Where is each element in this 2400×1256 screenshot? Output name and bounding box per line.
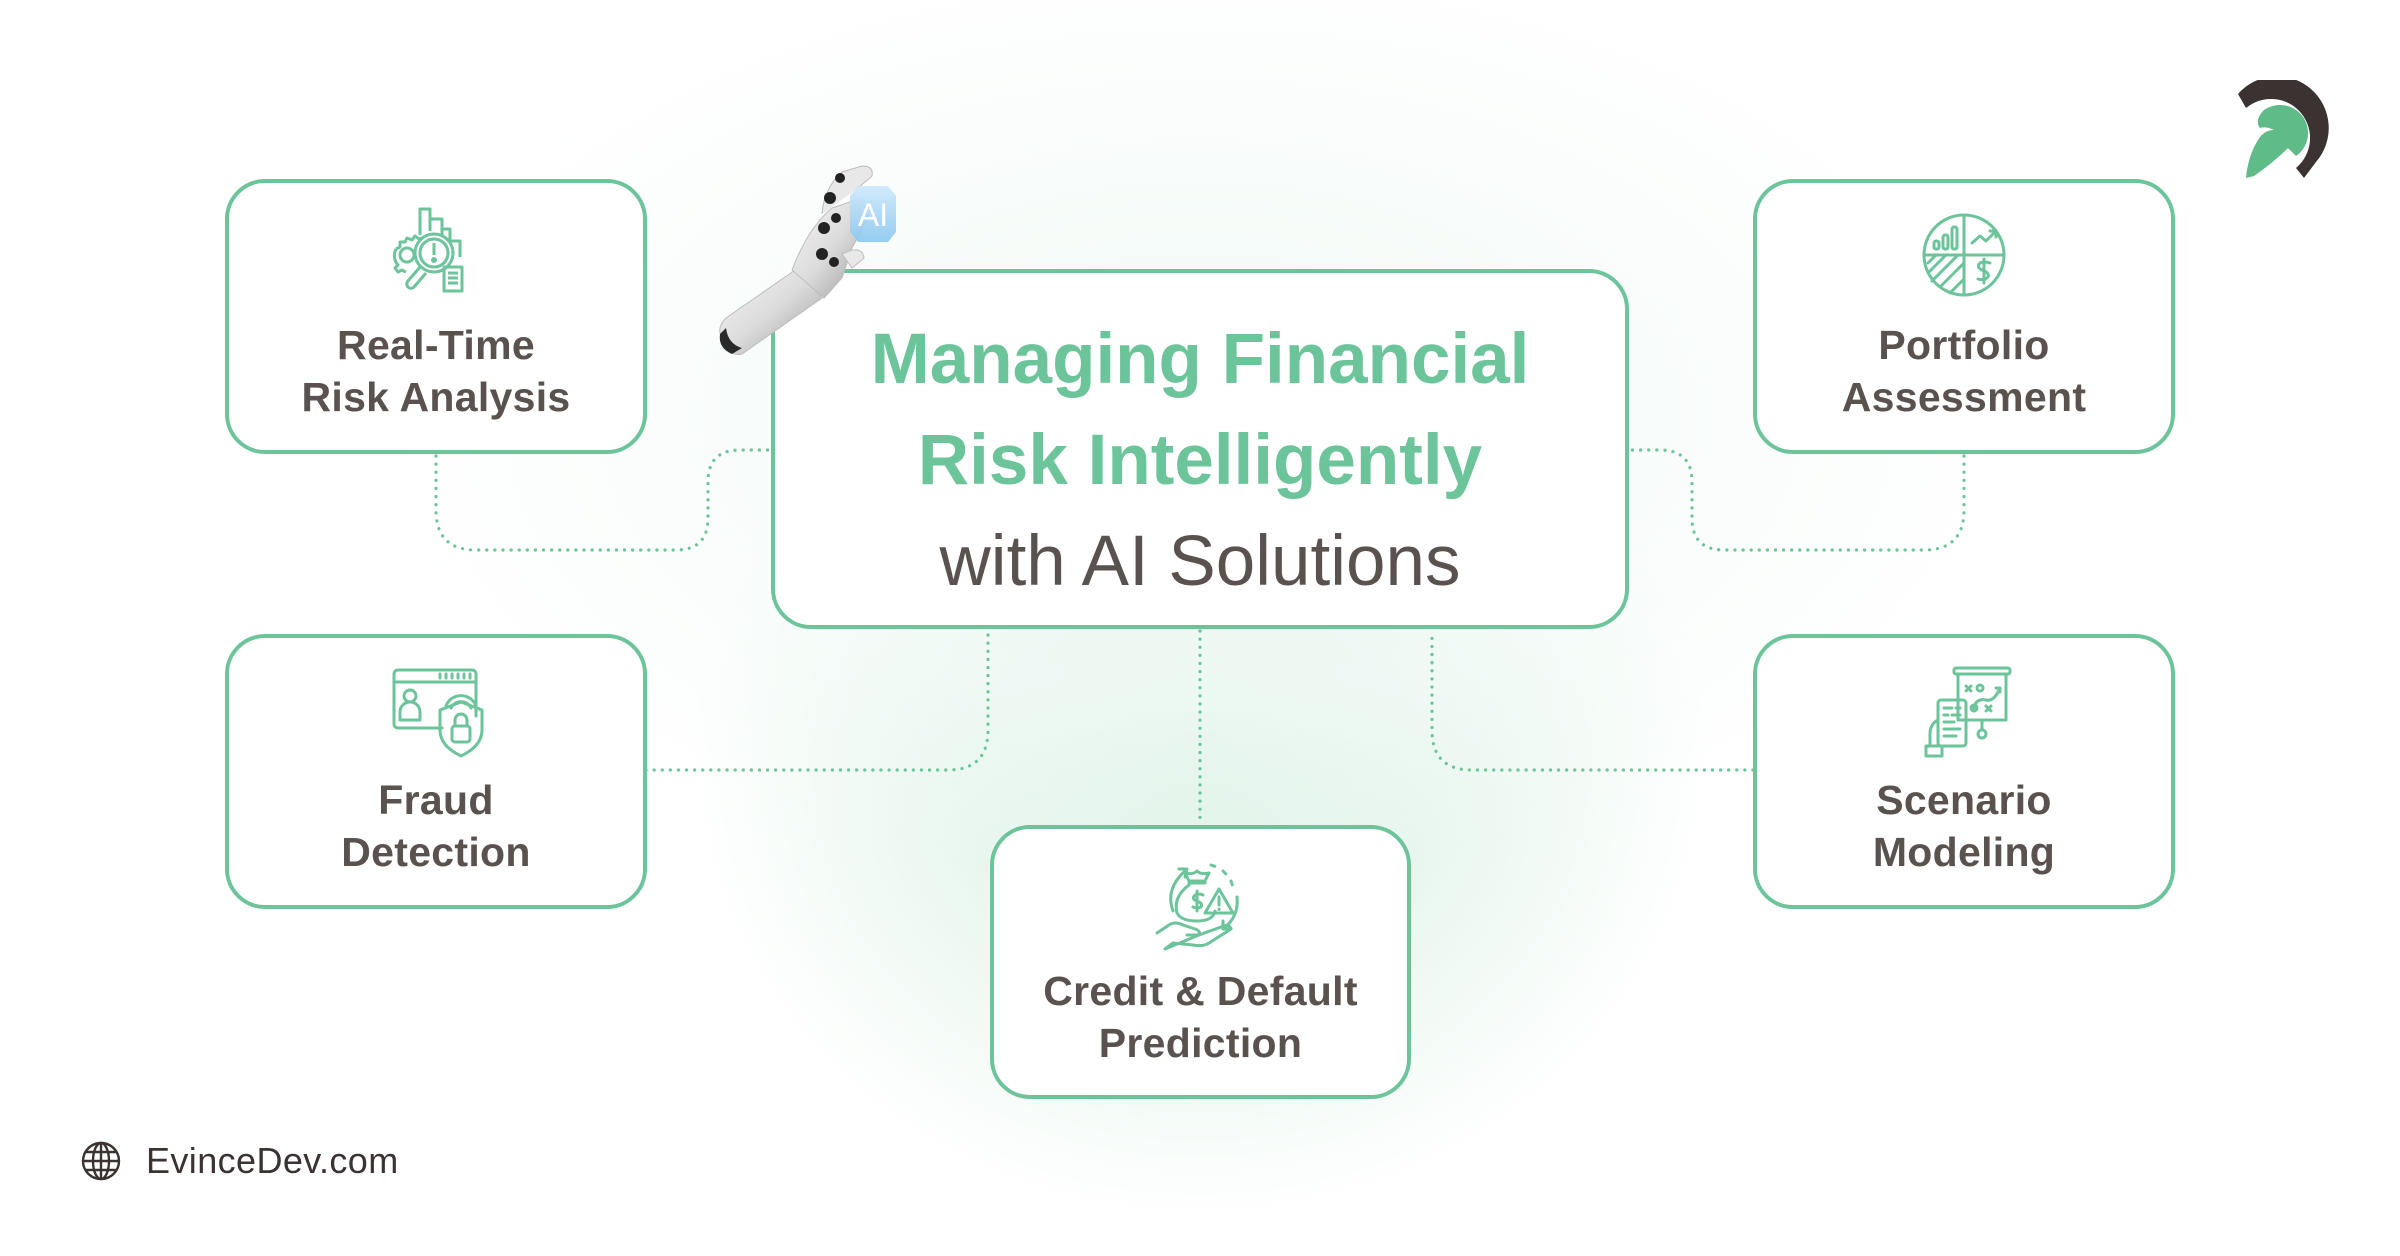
- robot-hand-ai-icon: AI: [719, 165, 896, 356]
- title-line-2: Risk Intelligently: [917, 421, 1483, 500]
- center-title-box: Managing Financial Risk Intelligently wi…: [771, 269, 1629, 629]
- portfolio-pie-icon: [1922, 213, 2006, 297]
- title-line-1: Managing Financial: [870, 320, 1530, 399]
- footer: EvinceDev.com: [80, 1140, 399, 1182]
- risk-analysis-icon: [392, 207, 464, 293]
- credit-moneybag-icon: [1155, 863, 1239, 951]
- evincedev-logo-icon: [2238, 80, 2329, 178]
- title-line-3: with AI Solutions: [939, 522, 1461, 601]
- globe-icon: [81, 1141, 121, 1181]
- svg-text:AI: AI: [858, 197, 888, 233]
- scenario-board-icon: [1924, 666, 2012, 758]
- fraud-shield-icon: [392, 668, 484, 758]
- website-link[interactable]: EvinceDev.com: [146, 1140, 399, 1181]
